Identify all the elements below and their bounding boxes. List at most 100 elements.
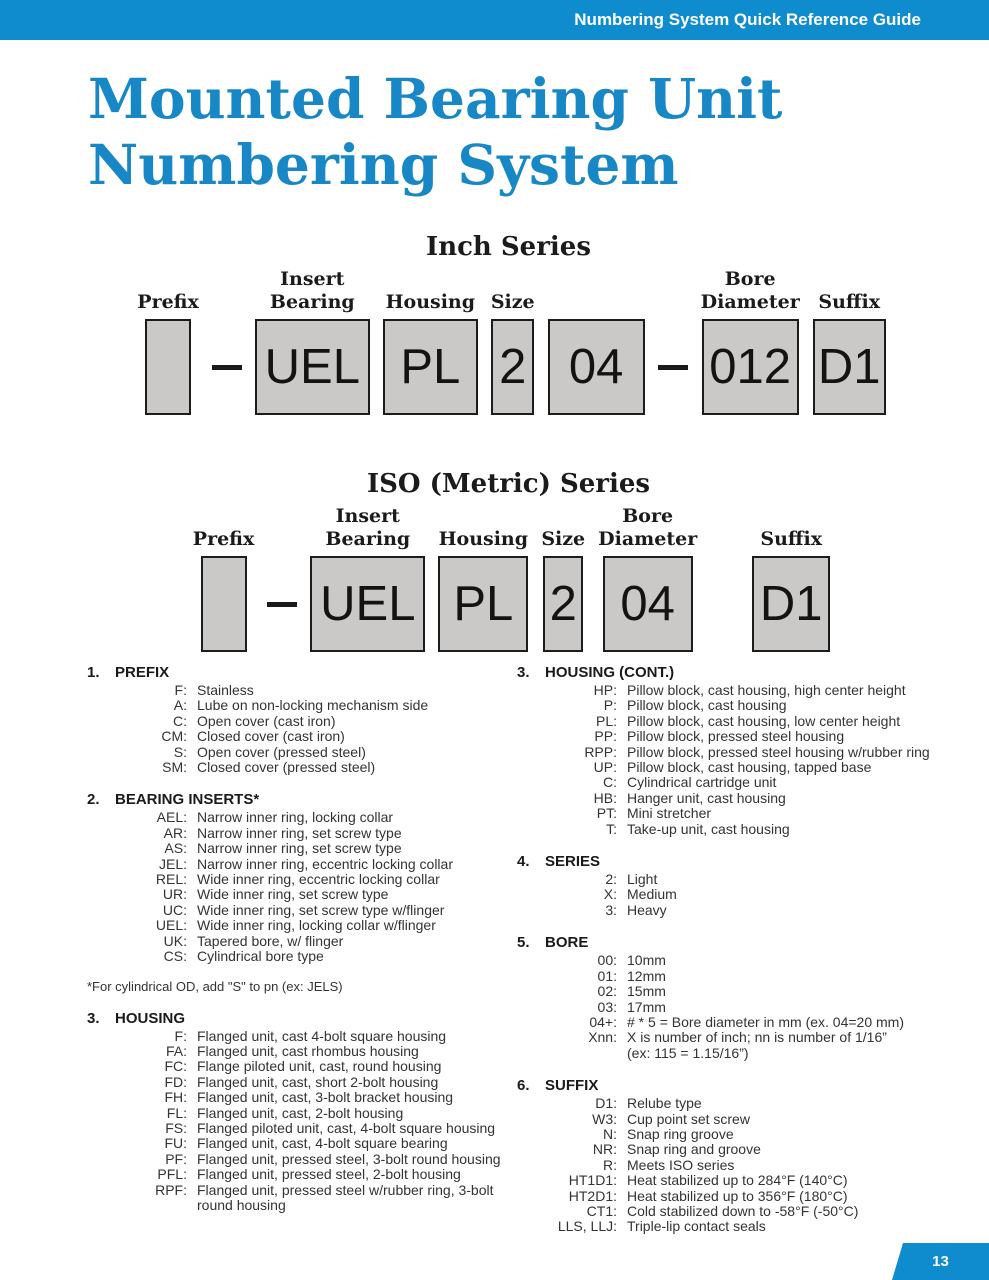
item-definition: Snap ring and groove	[627, 1141, 761, 1158]
list-item: FL:Flanged unit, cast, 2-bolt housing	[87, 1104, 517, 1121]
item-definition: Flanged unit, pressed steel, 3-bolt roun…	[197, 1150, 501, 1167]
item-code: SM:	[162, 759, 187, 776]
item-code: UC:	[162, 901, 187, 918]
list-item: 2:Light	[517, 871, 977, 888]
item-definition: # * 5 = Bore diameter in mm (ex. 04=20 m…	[627, 1013, 904, 1030]
list-item: SM:Closed cover (pressed steel)	[87, 759, 517, 776]
section-header: 5. BORE	[517, 934, 977, 951]
code-box: D1	[752, 556, 831, 652]
item-code: LLS, LLJ:	[557, 1218, 617, 1235]
list-item: F:Flanged unit, cast 4-bolt square housi…	[87, 1028, 517, 1044]
item-definition: 10mm	[627, 952, 666, 969]
item-definition: 15mm	[627, 983, 666, 1000]
field-label: Insert Bearing	[325, 505, 411, 550]
item-code: HP:	[593, 682, 617, 698]
list-item: 00: 10mm	[517, 952, 977, 969]
item-definition: Pillow block, pressed steel housing w/ru…	[627, 743, 930, 760]
list-item: D1: Relube type	[517, 1095, 977, 1112]
list-item: W3:Cup point set screw	[517, 1111, 977, 1127]
list-item: PP:Pillow block, pressed steel housing	[517, 728, 977, 744]
item-definition: Relube type	[627, 1095, 702, 1112]
item-code: FU:	[164, 1135, 187, 1152]
list-item: HT2D1:Heat stabilized up to 356°F (180°C…	[517, 1187, 977, 1204]
item-code: CT1:	[586, 1202, 617, 1219]
list-item: FH:Flanged unit, cast, 3-bolt bracket ho…	[87, 1089, 517, 1105]
item-code: UR:	[162, 886, 187, 903]
page-number-tab: 13	[892, 1243, 989, 1280]
list-item: AR:Narrow inner ring, set screw type	[87, 825, 517, 841]
list-item: CS:Cylindrical bore type	[87, 948, 517, 965]
item-code: PL:	[595, 712, 617, 729]
code-box: 2	[491, 319, 535, 415]
list-item: F:Stainless	[87, 682, 517, 698]
item-code: D1:	[595, 1095, 617, 1112]
item-definition-line2: (ex: 115 = 1.15/16”)	[627, 1044, 749, 1061]
item-code: FA:	[165, 1042, 187, 1059]
item-code: FL:	[166, 1104, 187, 1121]
list-item: UR:Wide inner ring, set screw type	[87, 886, 517, 903]
field-label: Prefix	[137, 291, 199, 313]
list-item: CT1: Cold stabilized down to -58°F (-50°C…	[517, 1202, 977, 1219]
list-item: UK:Tapered bore, w/ flinger	[87, 933, 517, 949]
item-definition: Stainless	[197, 682, 254, 698]
item-code: FS:	[165, 1119, 187, 1136]
section-number: 4.	[517, 853, 530, 871]
dash-icon	[657, 364, 688, 370]
section-items: F:Flanged unit, cast 4-bolt square housi…	[87, 1028, 517, 1214]
inch-series-title: Inch Series	[426, 232, 591, 262]
item-code: 00:	[597, 952, 617, 969]
reference-section: 3. HOUSING (CONT.) HP:Pillow block, cast…	[517, 664, 977, 837]
section-heading: SERIES	[545, 853, 601, 871]
item-code: NR:	[592, 1141, 617, 1158]
item-code: PT:	[596, 805, 617, 822]
list-item: UC: Wide inner ring, set screw type w/fli…	[87, 901, 517, 918]
item-code: UEL:	[155, 917, 187, 934]
item-code: 3:	[605, 901, 617, 918]
item-definition: Closed cover (cast iron)	[197, 728, 345, 745]
code-box: 2	[543, 556, 584, 652]
list-item: T:Take-up unit, cast housing	[517, 821, 977, 837]
list-item: 01:12mm	[517, 968, 977, 984]
code-box: UEL	[254, 319, 370, 415]
item-code: REL:	[155, 871, 187, 888]
item-code: 02:	[597, 983, 617, 1000]
section-number: 2.	[87, 791, 100, 809]
list-item: RPP: Pillow block, pressed steel housing …	[517, 743, 977, 760]
reference-section: 2. BEARING INSERTS* AEL:Narrow inner rin…	[87, 791, 517, 993]
item-code: P:	[603, 697, 617, 714]
list-item: R:Meets ISO series	[517, 1157, 977, 1173]
dash-separator	[657, 268, 688, 415]
item-code: PF:	[165, 1150, 187, 1167]
page-title: Mounted Bearing Unit Numbering System	[88, 66, 989, 198]
field-label: Size	[490, 291, 535, 313]
section-header: 6. SUFFIX	[517, 1077, 977, 1094]
item-definition: Pillow block, cast housing, high center …	[627, 682, 906, 698]
item-code: HT2D1:	[568, 1187, 617, 1204]
item-definition: Light	[627, 871, 658, 888]
section-header: 1. PREFIX	[87, 664, 517, 681]
section-heading: BORE	[545, 934, 589, 952]
code-box: 04	[547, 319, 645, 415]
list-item: PT:Mini stretcher	[517, 805, 977, 822]
item-code: CS:	[163, 948, 187, 965]
item-definition: X is number of inch; nn is number of 1/1…	[627, 1030, 977, 1061]
item-code: RPP:	[584, 743, 617, 760]
item-definition: Pillow block, cast housing, tapped base	[627, 759, 872, 776]
list-item: S:Open cover (pressed steel)	[87, 744, 517, 760]
item-definition: Wide inner ring, set screw type w/flinge…	[197, 901, 445, 918]
item-definition: 17mm	[627, 998, 666, 1015]
section-heading: HOUSING (CONT.)	[545, 664, 675, 681]
section-number: 5.	[517, 934, 530, 952]
dash-icon	[267, 601, 298, 607]
page-title-line1: Mounted Bearing Unit	[88, 66, 783, 131]
item-definition: Cold stabilized down to -58°F (-50°C)	[627, 1202, 859, 1219]
list-item: JEL:Narrow inner ring, eccentric locking…	[87, 856, 517, 872]
list-item: PFL:Flanged unit, pressed steel, 2-bolt …	[87, 1166, 517, 1182]
list-item: 3:Heavy	[517, 901, 977, 918]
list-item: HT1D1:Heat stabilized up to 284°F (140°C…	[517, 1172, 977, 1188]
list-item: A:Lube on non-locking mechanism side	[87, 697, 517, 713]
